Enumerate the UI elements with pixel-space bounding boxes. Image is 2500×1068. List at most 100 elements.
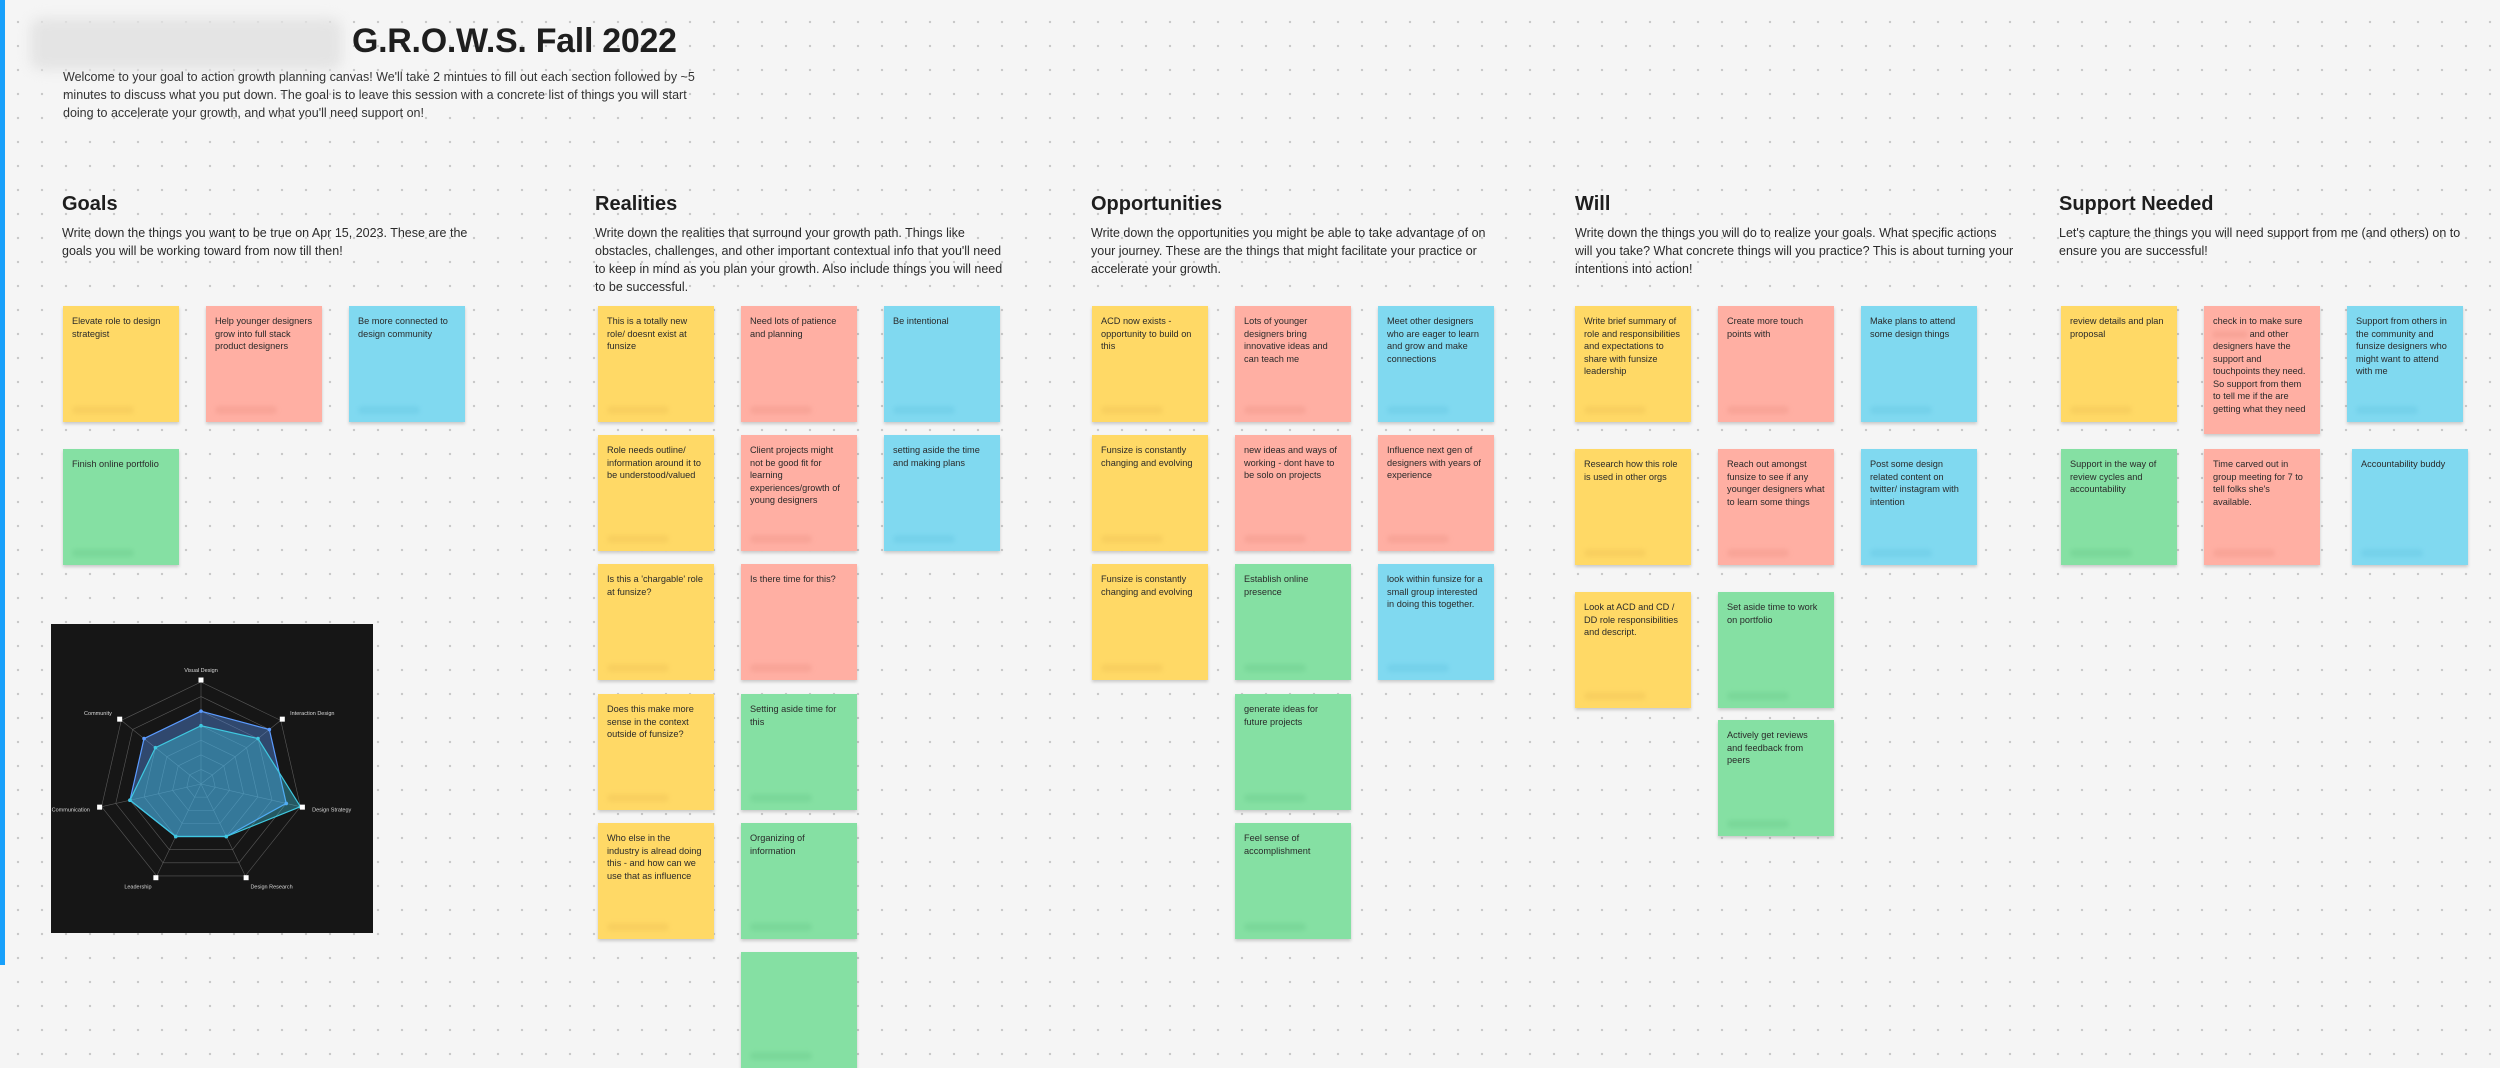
sticky-author (1244, 923, 1306, 931)
radar-point (153, 745, 158, 750)
sticky-note[interactable]: ACD now exists - opportunity to build on… (1092, 306, 1208, 422)
blurred-name-redaction (2213, 330, 2247, 338)
sticky-author (72, 549, 134, 557)
radar-axis-marker (97, 804, 103, 810)
sticky-note[interactable]: Is there time for this? (741, 564, 857, 680)
sticky-note[interactable]: Organizing of information (741, 823, 857, 939)
sticky-author (893, 535, 955, 543)
sticky-author (1870, 406, 1932, 414)
radar-axis-line (200, 783, 246, 877)
sticky-author (1584, 406, 1646, 414)
sticky-note[interactable]: Create more touch points with (1718, 306, 1834, 422)
sticky-note[interactable]: Research how this role is used in other … (1575, 449, 1691, 565)
sticky-note[interactable]: Does this make more sense in the context… (598, 694, 714, 810)
sticky-note[interactable]: check in to make sure and other designer… (2204, 306, 2320, 434)
sticky-author (750, 664, 812, 672)
sticky-note[interactable]: Influence next gen of designers with yea… (1378, 435, 1494, 551)
radar-series-1 (129, 725, 302, 838)
radar-point (224, 834, 229, 839)
radar-point (284, 801, 289, 806)
sticky-note[interactable]: Time carved out in group meeting for 7 t… (2204, 449, 2320, 565)
sticky-note[interactable]: Elevate role to design strategist (63, 306, 179, 422)
blurred-participant-name (30, 18, 342, 70)
sticky-author (2361, 549, 2423, 557)
radar-point (199, 723, 203, 728)
radar-axis-marker (279, 716, 285, 722)
radar-axis-line (200, 783, 301, 807)
sticky-note[interactable]: Accountability buddy (2352, 449, 2468, 565)
sticky-note[interactable]: setting aside the time and making plans (884, 435, 1000, 551)
sticky-note[interactable]: Funsize is constantly changing and evolv… (1092, 564, 1208, 680)
radar-axis-marker (198, 677, 204, 683)
sticky-note[interactable]: Setting aside time for this (741, 694, 857, 810)
sticky-author (1584, 549, 1646, 557)
sticky-note[interactable]: Role needs outline/ information around i… (598, 435, 714, 551)
sticky-author (2213, 549, 2275, 557)
sticky-author (1244, 535, 1306, 543)
sticky-author (750, 1052, 812, 1060)
sticky-author (1727, 549, 1789, 557)
sticky-author (2070, 406, 2132, 414)
radar-grid-ring (101, 681, 301, 877)
sticky-author (1244, 406, 1306, 414)
sticky-author (607, 535, 669, 543)
sticky-note[interactable]: Be more connected to design community (349, 306, 465, 422)
sticky-note[interactable]: Reach out amongst funsize to see if any … (1718, 449, 1834, 565)
sticky-note[interactable]: new ideas and ways of working - dont hav… (1235, 435, 1351, 551)
radar-grid-ring (172, 754, 230, 811)
sticky-author (1387, 406, 1449, 414)
radar-axis-label: Visual Design (184, 668, 218, 674)
sticky-author (607, 923, 669, 931)
radar-axis-label: Leadership (124, 885, 151, 891)
radar-point (199, 709, 203, 713)
radar-point (142, 736, 146, 741)
sticky-note[interactable]: Be intentional (884, 306, 1000, 422)
sticky-author (893, 406, 955, 414)
sticky-author (1244, 664, 1306, 672)
board-intro: Welcome to your goal to action growth pl… (63, 70, 695, 120)
sticky-note[interactable]: Is this a 'chargable' role at funsize? (598, 564, 714, 680)
support-desc: Let's capture the things you will need s… (2059, 226, 2461, 258)
sticky-note[interactable]: Actively get reviews and feedback from p… (1718, 720, 1834, 836)
sticky-note[interactable]: generate ideas for future projects (1235, 694, 1351, 810)
sticky-author (750, 406, 812, 414)
sticky-author (2356, 406, 2418, 414)
sticky-note[interactable]: Need lots of patience and planning (741, 306, 857, 422)
sticky-note[interactable]: Post some design related content on twit… (1861, 449, 1977, 565)
radar-axis-marker (243, 875, 249, 881)
sticky-note[interactable]: Support in the way of review cycles and … (2061, 449, 2177, 565)
radar-axis-label: Design Research (250, 885, 292, 891)
sticky-author (1101, 535, 1163, 543)
radar-axis-line (101, 783, 202, 807)
sticky-note[interactable] (741, 952, 857, 1068)
sticky-note[interactable]: Make plans to attend some design things (1861, 306, 1977, 422)
sticky-note[interactable]: Establish online presence (1235, 564, 1351, 680)
sticky-note[interactable]: Help younger designers grow into full st… (206, 306, 322, 422)
sticky-note[interactable]: This is a totally new role/ doesnt exist… (598, 306, 714, 422)
sticky-note[interactable]: Funsize is constantly changing and evolv… (1092, 435, 1208, 551)
sticky-author (1584, 692, 1646, 700)
sticky-note[interactable]: Support from others in the community and… (2347, 306, 2463, 422)
sticky-note[interactable]: Set aside time to work on portfolio (1718, 592, 1834, 708)
sticky-note[interactable]: Meet other designers who are eager to le… (1378, 306, 1494, 422)
will-title: Will (1575, 193, 1611, 215)
sticky-note[interactable]: Who else in the industry is alread doing… (598, 823, 714, 939)
sticky-note[interactable]: Finish online portfolio (63, 449, 179, 565)
sticky-note[interactable]: Write brief summary of role and responsi… (1575, 306, 1691, 422)
radar-point (173, 834, 178, 839)
radar-grid-ring (158, 739, 244, 824)
opportunities-desc: Write down the opportunities you might b… (1091, 226, 1486, 276)
sticky-note[interactable]: review details and plan proposal (2061, 306, 2177, 422)
radar-axis-label: Interaction Design (290, 711, 334, 717)
sticky-note[interactable]: Client projects might not be good fit fo… (741, 435, 857, 551)
sticky-author (1244, 794, 1306, 802)
sticky-author (607, 664, 669, 672)
sticky-note[interactable]: look within funsize for a small group in… (1378, 564, 1494, 680)
sticky-author (358, 406, 420, 414)
sticky-note[interactable]: Lots of younger designers bring innovati… (1235, 306, 1351, 422)
sticky-note[interactable]: Feel sense of accomplishment (1235, 823, 1351, 939)
sticky-note[interactable]: Look at ACD and CD / DD role responsibil… (1575, 592, 1691, 708)
sticky-author (1101, 406, 1163, 414)
